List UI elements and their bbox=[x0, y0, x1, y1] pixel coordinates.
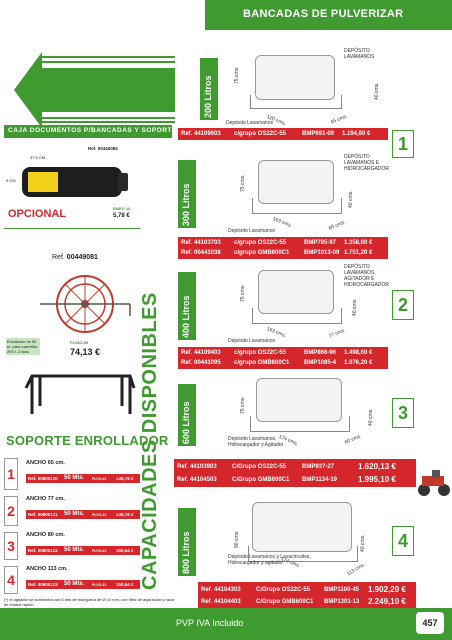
depot-top-label: DEPÓSITO LAVAMANOS E HIDROCARGADOR bbox=[344, 154, 390, 172]
accessories-title: CAJA DOCUMENTOS P/BANCADAS Y SOPORTE ROD… bbox=[8, 127, 202, 134]
dim-label: 75 cms. bbox=[234, 66, 240, 84]
capacity-label: 800 Litros bbox=[178, 508, 196, 576]
tank-frame bbox=[250, 95, 342, 109]
number-badge: 4 bbox=[392, 526, 414, 556]
arrow-stripe bbox=[40, 56, 175, 58]
footer-text: PVP IVA Incluido bbox=[176, 618, 244, 628]
page-number: 457 bbox=[416, 612, 444, 634]
soporte-row-number: 1 bbox=[4, 458, 18, 490]
box-dim-height: 9 CM bbox=[6, 178, 16, 183]
box-pvp-code: EMPO 10 bbox=[113, 206, 131, 211]
capacity-label: 300 Litros bbox=[178, 160, 196, 228]
soporte-footnote: (*) el agitador se suministra con 5 mts … bbox=[4, 597, 175, 607]
arrow-stripe bbox=[40, 61, 175, 63]
reel-pvp-code: PLVA2-89 bbox=[70, 340, 89, 345]
soporte-row-number: 4 bbox=[4, 566, 18, 594]
dim-label: 60 cms. bbox=[344, 433, 363, 446]
reel-price: 74,13 € bbox=[70, 347, 101, 357]
divider bbox=[4, 228, 140, 229]
tank-frame bbox=[250, 416, 350, 432]
dim-label: 65 cms. bbox=[328, 219, 347, 232]
tank-frame bbox=[252, 308, 342, 324]
tank-frame bbox=[252, 198, 342, 214]
depot-bottom-label: Depósito Lavamanos bbox=[228, 338, 275, 344]
box-dim-width: 37.5 CM bbox=[30, 155, 46, 160]
dim-label: 90 cms. bbox=[234, 530, 240, 548]
dim-label: 75 cms. bbox=[240, 396, 246, 414]
dim-label: 77 cms. bbox=[328, 327, 347, 340]
number-badge: 1 bbox=[392, 130, 414, 158]
depot-top-label: DEPÓSITO LAVAMANOS, AGITADOR E HIDROCARG… bbox=[344, 264, 390, 288]
arrow-stripe bbox=[40, 121, 175, 123]
capacity-label: 400 Litros bbox=[178, 272, 196, 340]
depot-bottom-label: Depósito Lavamanos, Hidrocargador y Agit… bbox=[228, 436, 284, 448]
optional-label: OPCIONAL bbox=[8, 208, 67, 220]
soporte-ref-bar: Ref. 00800122 50 Mts. PLVO-43 150,64 € bbox=[26, 546, 140, 555]
tank-image bbox=[255, 55, 335, 100]
dim-label: 75 cms. bbox=[240, 284, 246, 302]
tractor-image bbox=[418, 470, 450, 496]
capacity-label: 200 Litros bbox=[200, 58, 218, 120]
capacity-label: 600 Litros bbox=[178, 384, 196, 446]
dim-label: 40 cms. bbox=[374, 82, 380, 100]
page-title: BANCADAS DE PULVERIZAR bbox=[243, 8, 404, 20]
soporte-width: ANCHO 65 cm. bbox=[26, 460, 65, 466]
box-ref: Ref. 00440084 bbox=[88, 146, 118, 151]
soporte-ref-bar: Ref. 00800123 50 Mts. PLVO-43 150,64 € bbox=[26, 580, 140, 589]
soporte-width: ANCHO 77 cm. bbox=[26, 496, 65, 502]
soporte-ref-bar: Ref. 00800121 50 Mts. PLVO-42 149,76 € bbox=[26, 510, 140, 519]
tank-image bbox=[258, 270, 334, 314]
dim-label: 113 cms. bbox=[346, 562, 367, 578]
reel-note: Enrollador de 50 m. para carretilla 200 … bbox=[6, 338, 40, 355]
dim-label: 40 cms. bbox=[352, 298, 358, 316]
tank-image bbox=[258, 160, 334, 204]
box-price: 5,78 € bbox=[113, 213, 130, 219]
box-warning-label bbox=[28, 172, 58, 192]
reel-ref: Ref. 00449081 bbox=[52, 254, 98, 261]
footer-bar bbox=[0, 608, 452, 640]
soporte-frame-image bbox=[24, 374, 136, 414]
depot-bottom-label: Depósito Lavamanos bbox=[226, 120, 273, 126]
left-arrow-bar bbox=[40, 68, 175, 112]
ref-bar: Ref. 44109603 c/grupo OS22C-55 BMP691-09… bbox=[178, 128, 388, 140]
depot-top-label: DEPÓSITO LAVAMANOS bbox=[344, 48, 375, 60]
soporte-row-number: 2 bbox=[4, 496, 18, 526]
ref-bar: Ref. 44103903 C/Grupo OS22C-55 BMP937-27… bbox=[174, 459, 416, 487]
ref-bar: Ref. 44103703 c/grupo OS22C-55 BMP785-97… bbox=[178, 237, 388, 259]
dim-label: 75 cms. bbox=[240, 174, 246, 192]
depot-bottom-label: Depósito Lavamanos bbox=[228, 228, 275, 234]
arrow-stripe bbox=[40, 117, 175, 119]
ref-bar: Ref. 44104303 C/Grupo OS22C-55 BMP1100-4… bbox=[198, 582, 416, 608]
soporte-title: SOPORTE ENROLLADOR bbox=[6, 433, 169, 448]
soporte-width: ANCHO 113 cm. bbox=[26, 566, 68, 572]
box-cap bbox=[118, 173, 128, 191]
tank-frame bbox=[248, 546, 358, 562]
dim-label: 65 cms. bbox=[330, 113, 349, 126]
soporte-ref-bar: Ref. 00800120 50 Mts. PLVO-42 149,76 € bbox=[26, 474, 140, 483]
accessories-bar bbox=[4, 125, 172, 138]
soporte-row-number: 3 bbox=[4, 532, 18, 560]
left-arrow-icon bbox=[14, 52, 42, 128]
dim-label: 40 cms. bbox=[348, 190, 354, 208]
dim-label: 40 cms. bbox=[360, 534, 366, 552]
tank-image bbox=[252, 502, 352, 552]
header-bar bbox=[205, 0, 452, 30]
ref-bar: Ref. 44109403 c/grupo OS22C-55 BMP866-96… bbox=[178, 347, 388, 369]
tank-image bbox=[256, 378, 342, 422]
number-badge: 3 bbox=[392, 398, 414, 428]
depot-bottom-label: Depósito Lavamanos y Lavacircuitos, Hidr… bbox=[228, 554, 311, 566]
capacities-title: CAPACIDADES DISPONIBLES bbox=[139, 292, 161, 590]
dim-label: 40 cms. bbox=[368, 408, 374, 426]
hose-reel-image bbox=[40, 275, 131, 333]
number-badge: 2 bbox=[392, 290, 414, 320]
soporte-width: ANCHO 80 cm. bbox=[26, 532, 65, 538]
